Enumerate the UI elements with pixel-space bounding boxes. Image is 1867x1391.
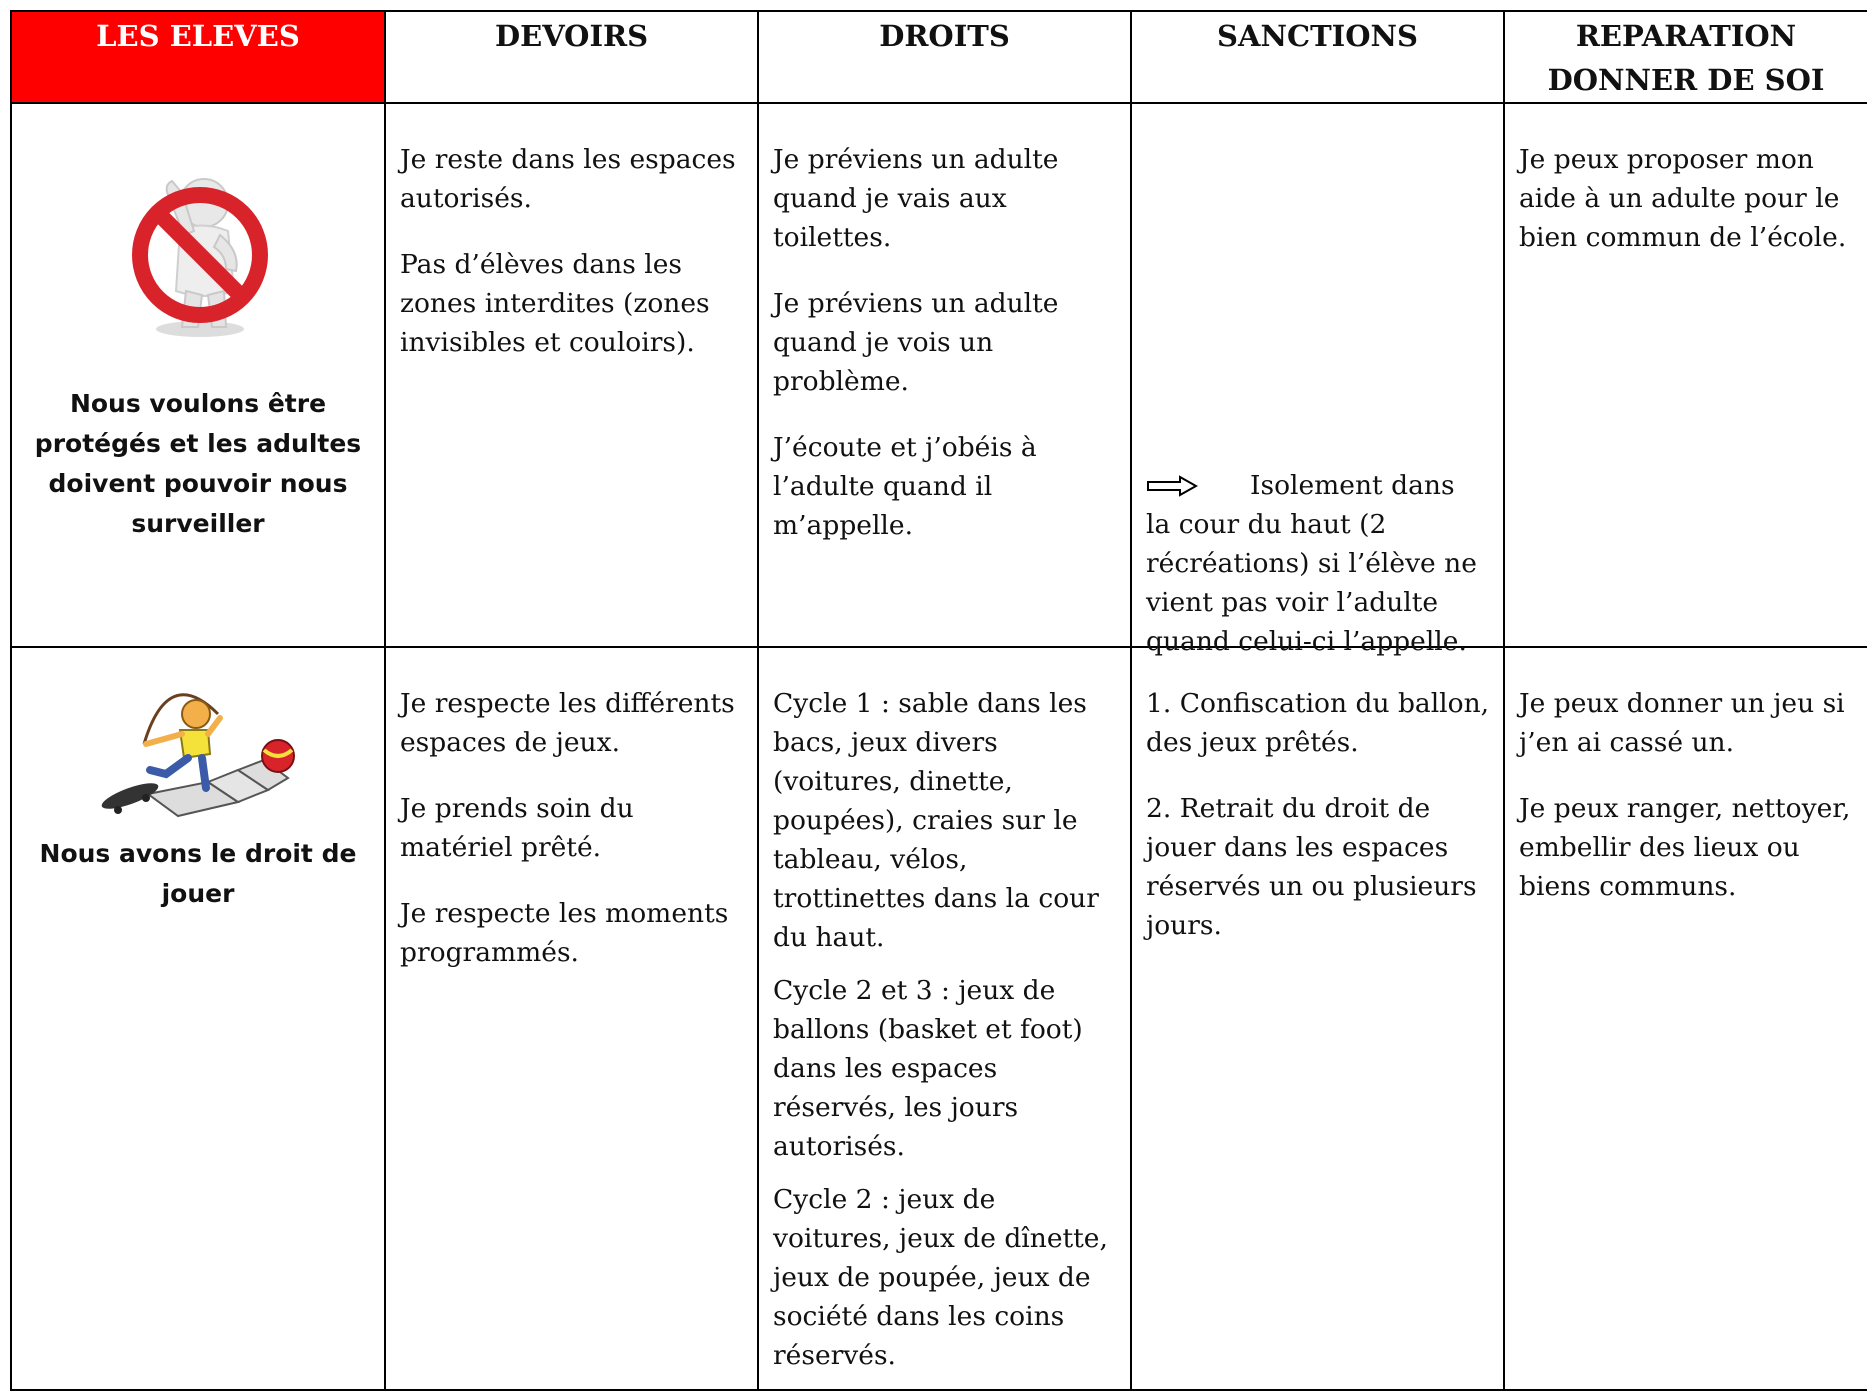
sanction-first-text: Isolement dans	[1250, 470, 1455, 501]
sanction-block: Isolement dans la cour du haut (2 récréa…	[1132, 104, 1503, 657]
reparation-cell: Je peux proposer mon aide à un adulte po…	[1503, 102, 1867, 648]
sanctions-cell: Isolement dans la cour du haut (2 récréa…	[1130, 102, 1505, 657]
right-arrow-icon	[1147, 474, 1198, 497]
droits-cell: Cycle 1 : sable dans les bacs, jeux dive…	[757, 646, 1132, 1391]
devoir-item: Je reste dans les espaces autorisés.	[400, 144, 736, 214]
reparation-item: Je peux ranger, nettoyer, embellir des l…	[1519, 793, 1851, 902]
eleves-cell: Nous voulons être protégés et les adulte…	[10, 102, 386, 648]
droit-item: Je préviens un adulte quand je vois un p…	[773, 288, 1059, 397]
devoir-item: Je prends soin du matériel prêté.	[400, 793, 634, 863]
devoir-item: Je respecte les moments programmés.	[400, 898, 729, 968]
header-reparation-line2: DONNER DE SOI	[1547, 63, 1825, 97]
sanction-first-line: Isolement dans	[1146, 466, 1493, 505]
jump-rope-child-icon	[12, 674, 384, 824]
droit-item: Cycle 2 : jeux de voitures, jeux de dîne…	[773, 1184, 1108, 1371]
sanction-item: 2. Retrait du droit de jouer dans les es…	[1146, 793, 1477, 941]
droit-item: Cycle 1 : sable dans les bacs, jeux dive…	[773, 688, 1099, 953]
rules-table: LES ELEVES DEVOIRS DROITS SANCTIONS REPA…	[10, 10, 1867, 1391]
row-title: Nous voulons être protégés et les adulte…	[34, 389, 362, 538]
header-row: LES ELEVES DEVOIRS DROITS SANCTIONS REPA…	[10, 10, 1867, 104]
header-reparation: REPARATION DONNER DE SOI	[1503, 10, 1867, 104]
reparation-item: Je peux donner un jeu si j’en ai cassé u…	[1519, 688, 1845, 758]
header-devoirs: DEVOIRS	[384, 10, 759, 104]
header-sanctions: SANCTIONS	[1130, 10, 1505, 104]
devoir-item: Je respecte les différents espaces de je…	[400, 688, 735, 758]
header-droits: DROITS	[757, 10, 1132, 104]
devoirs-cell: Je reste dans les espaces autorisés. Pas…	[384, 102, 759, 648]
table-row-protection: Nous voulons être protégés et les adulte…	[10, 102, 1867, 657]
droit-item: J’écoute et j’obéis à l’adulte quand il …	[773, 432, 1037, 541]
sanction-rest-text: la cour du haut (2 récréations) si l’élè…	[1146, 509, 1477, 657]
droits-cell: Je préviens un adulte quand je vais aux …	[757, 102, 1132, 648]
droit-item: Je préviens un adulte quand je vais aux …	[773, 144, 1059, 253]
sanction-item: 1. Confiscation du ballon, des jeux prêt…	[1146, 688, 1490, 758]
droit-item: Cycle 2 et 3 : jeux de ballons (basket e…	[773, 975, 1083, 1162]
reparation-cell: Je peux donner un jeu si j’en ai cassé u…	[1503, 646, 1867, 1391]
eleves-cell: Nous avons le droit de jouer	[10, 646, 386, 1391]
sanctions-cell: 1. Confiscation du ballon, des jeux prêt…	[1130, 646, 1505, 1391]
row-title: Nous avons le droit de jouer	[39, 839, 357, 908]
header-les-eleves: LES ELEVES	[10, 10, 386, 104]
reparation-item: Je peux proposer mon aide à un adulte po…	[1519, 144, 1847, 253]
table-row-jeux: Nous avons le droit de jouer Je respecte…	[10, 646, 1867, 1391]
devoirs-cell: Je respecte les différents espaces de je…	[384, 646, 759, 1391]
devoir-item: Pas d’élèves dans les zones interdites (…	[400, 249, 710, 358]
no-entry-person-icon	[12, 151, 384, 351]
header-reparation-line1: REPARATION	[1575, 19, 1797, 53]
